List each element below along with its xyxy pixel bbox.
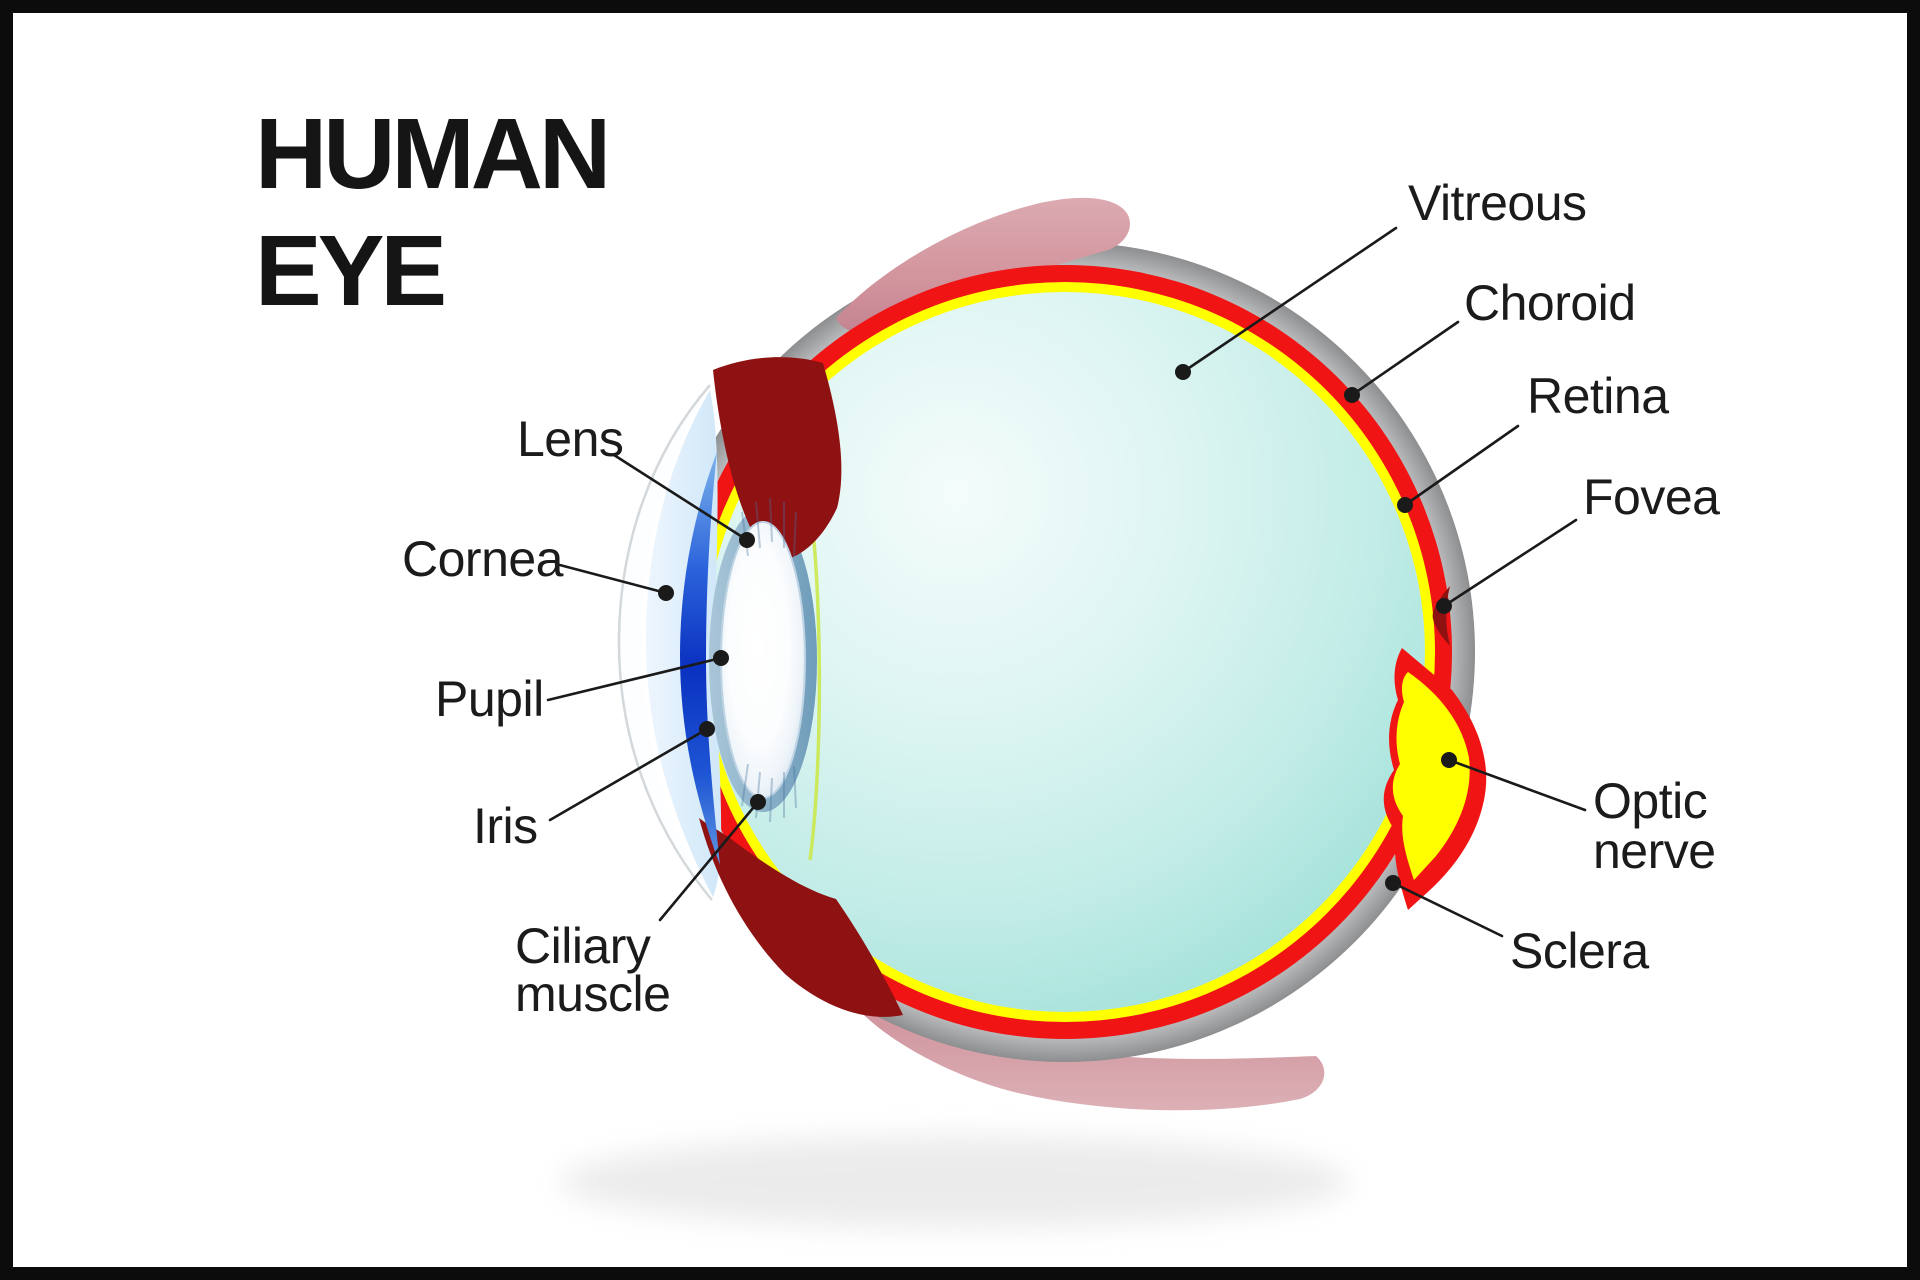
label-cornea: Cornea bbox=[402, 531, 564, 587]
dot-retina bbox=[1397, 497, 1413, 513]
leader-sclera bbox=[1391, 881, 1504, 938]
label-iris: Iris bbox=[473, 798, 538, 854]
label-sclera: Sclera bbox=[1510, 923, 1649, 979]
leader-pupil bbox=[546, 656, 723, 702]
leader-iris bbox=[548, 727, 709, 822]
dot-ciliary-muscle bbox=[750, 794, 766, 810]
dot-lens bbox=[739, 532, 755, 548]
leader-choroid bbox=[1350, 320, 1460, 397]
leader-lines bbox=[546, 226, 1587, 938]
page-title-line2: EYE bbox=[255, 215, 443, 327]
label-fovea: Fovea bbox=[1583, 469, 1720, 525]
label-lens: Lens bbox=[517, 411, 623, 467]
dot-iris bbox=[699, 721, 715, 737]
label-vitreous: Vitreous bbox=[1408, 175, 1587, 231]
leader-dots bbox=[658, 364, 1457, 891]
leader-ciliary-muscle bbox=[658, 800, 760, 922]
leader-retina bbox=[1403, 424, 1520, 507]
leader-lens bbox=[612, 453, 749, 542]
iris-shape bbox=[680, 452, 720, 865]
optic-nerve-shape bbox=[1392, 672, 1470, 880]
cornea-outline bbox=[617, 384, 713, 901]
leader-optic-nerve bbox=[1447, 758, 1587, 812]
cornea-shape bbox=[618, 385, 712, 900]
label-retina: Retina bbox=[1527, 368, 1669, 424]
dot-cornea bbox=[658, 585, 674, 601]
zonule-fibers bbox=[741, 497, 797, 823]
label-ciliary-muscle-line1: Ciliary bbox=[515, 918, 651, 974]
vitreous-shape bbox=[705, 292, 1425, 1012]
leader-fovea bbox=[1442, 518, 1578, 608]
label-pupil: Pupil bbox=[435, 671, 544, 727]
page-title-line1: HUMAN bbox=[255, 98, 607, 210]
dot-sclera bbox=[1385, 875, 1401, 891]
dot-pupil bbox=[713, 650, 729, 666]
ciliary-body-bottom-shape bbox=[699, 818, 903, 1017]
dot-vitreous bbox=[1175, 364, 1191, 380]
lens-shape bbox=[720, 521, 806, 799]
dot-choroid bbox=[1344, 387, 1360, 403]
label-choroid: Choroid bbox=[1464, 275, 1636, 331]
dot-optic-nerve bbox=[1441, 752, 1457, 768]
label-optic-nerve-line1: Optic bbox=[1593, 773, 1707, 829]
dot-fovea bbox=[1436, 598, 1452, 614]
leader-cornea bbox=[554, 562, 668, 595]
eyeball-shadow bbox=[560, 1136, 1350, 1228]
ciliary-body-top-shape bbox=[713, 357, 842, 562]
label-optic-nerve-line2: nerve bbox=[1593, 823, 1716, 879]
label-ciliary-muscle-line2: muscle bbox=[515, 966, 670, 1022]
leader-vitreous bbox=[1181, 226, 1398, 374]
